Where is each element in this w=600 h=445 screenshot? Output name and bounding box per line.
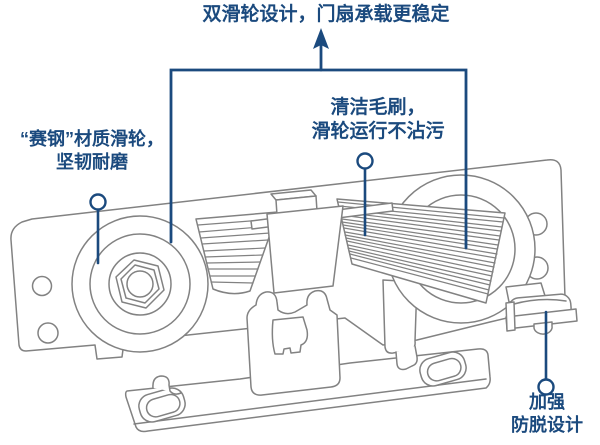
- arrow-up-icon: [313, 28, 329, 49]
- cleaning-brush-left: [195, 211, 279, 295]
- label-anti-drop-line2: 防脱设计: [511, 415, 583, 435]
- circle-marker-icon: [89, 193, 107, 211]
- label-pom-material-line1: “赛钢”材质滑轮，: [20, 129, 164, 149]
- callout-brush: [356, 152, 374, 237]
- base-plate-thickness: [133, 378, 487, 425]
- circle-marker-icon: [356, 152, 374, 170]
- label-anti-drop-line1: 加强: [529, 392, 565, 412]
- callout-material: [89, 193, 107, 265]
- stopper-round-tab: [533, 321, 553, 335]
- plate-hole: [31, 275, 53, 297]
- label-pom-material-line2: 坚韧耐磨: [56, 152, 128, 172]
- anti-drop-stopper: [505, 293, 578, 335]
- label-anti-drop: 加强 防脱设计: [511, 391, 583, 437]
- hook-right: [395, 345, 418, 371]
- hook-left: [152, 375, 182, 395]
- circle-marker-icon: [537, 378, 555, 396]
- label-cleaning-brush: 清洁毛刷， 滑轮运行不沾污: [311, 96, 444, 144]
- cleaning-brush-right: [336, 198, 506, 304]
- callout-bracket-double-roller: [169, 68, 468, 250]
- clip-tongue: [271, 316, 309, 355]
- label-cleaning-brush-line2: 滑轮运行不沾污: [311, 121, 445, 142]
- callout-antidrop: [537, 310, 555, 396]
- base-slot-left: [138, 387, 186, 423]
- label-pom-material: “赛钢”材质滑轮， 坚韧耐磨: [20, 128, 164, 174]
- label-cleaning-brush-line1: 清洁毛刷，: [330, 97, 426, 118]
- center-plate: [266, 205, 344, 294]
- plate-hole: [37, 322, 59, 344]
- callouts: [89, 28, 555, 396]
- left-roller: [71, 215, 209, 353]
- line-drawing: [10, 158, 578, 433]
- base-slot-right: [419, 351, 467, 387]
- label-double-roller: 双滑轮设计，门扇承载更稳定: [202, 4, 450, 25]
- hanging-clip: [246, 289, 341, 396]
